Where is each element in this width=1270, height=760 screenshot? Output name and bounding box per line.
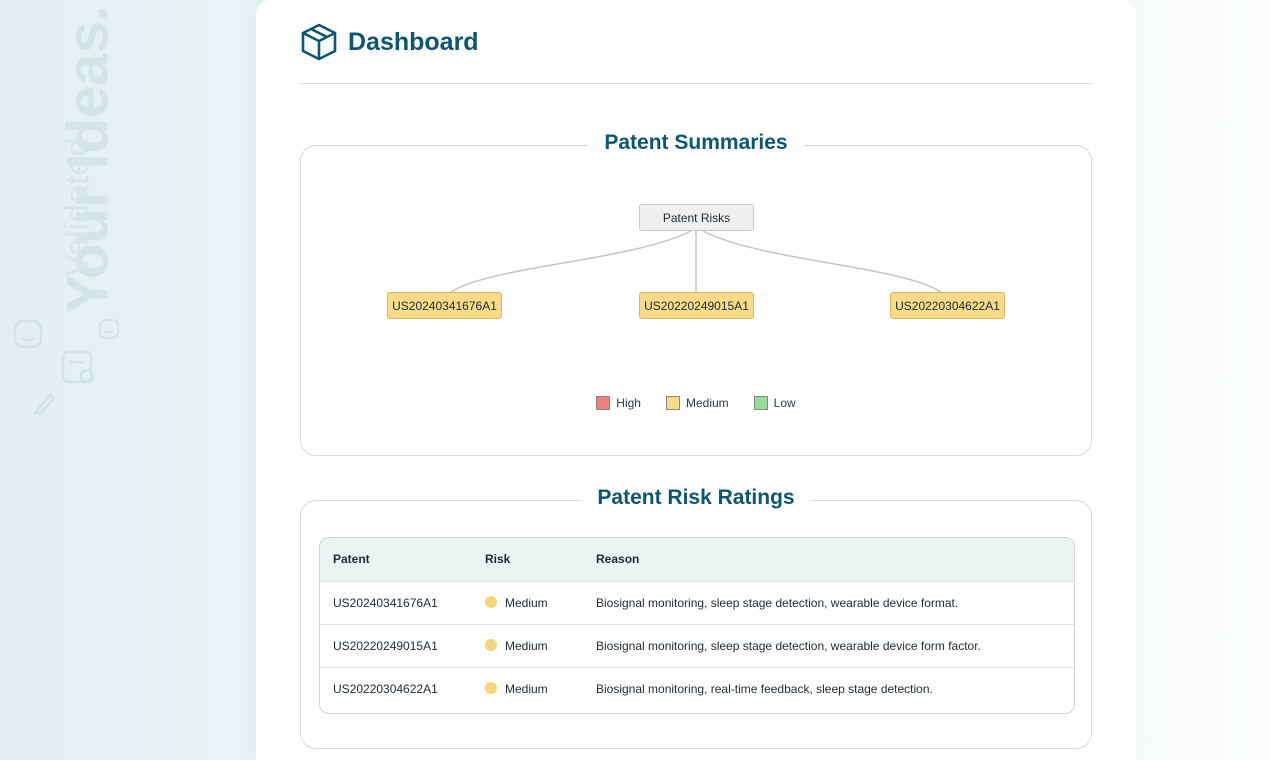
table-row[interactable]: US20220304622A1 Medium Biosignal monitor… <box>320 667 1074 710</box>
risk-label: Medium <box>505 638 548 653</box>
patent-summaries-section: Patent Summaries Patent Risks US20240341… <box>300 131 1092 456</box>
column-header-patent[interactable]: Patent <box>333 552 370 567</box>
cell-patent: US20220249015A1 <box>333 638 438 653</box>
tree-node-patent[interactable]: US20240341676A1 <box>387 292 502 319</box>
cell-patent: US20220304622A1 <box>333 681 438 696</box>
risk-table: Patent Risk Reason US20240341676A1 Mediu… <box>319 537 1075 714</box>
risk-label: Medium <box>505 595 548 610</box>
patent-summaries-title: Patent Summaries <box>588 131 804 155</box>
legend-item-high: High <box>596 396 641 410</box>
legend-item-medium: Medium <box>665 396 729 410</box>
risk-dot-medium <box>485 681 497 694</box>
background-decoration: Your Ideas. Validated <box>0 0 256 760</box>
cell-risk: Medium <box>472 667 583 710</box>
clipboard-search-icon <box>61 350 95 384</box>
column-header-reason[interactable]: Reason <box>596 552 640 567</box>
cell-reason: Biosignal monitoring, real-time feedback… <box>596 681 933 696</box>
legend-swatch-medium <box>665 396 680 410</box>
cell-patent: US20240341676A1 <box>333 595 438 610</box>
header: Dashboard <box>300 22 1092 84</box>
background-subtagline: Validated <box>58 137 97 277</box>
legend-swatch-low <box>753 396 768 410</box>
table-row[interactable]: US20220249015A1 Medium Biosignal monitor… <box>320 624 1074 667</box>
table-row[interactable]: US20240341676A1 Medium Biosignal monitor… <box>320 581 1074 624</box>
patent-risk-ratings-title: Patent Risk Ratings <box>581 486 811 510</box>
legend-item-low: Low <box>753 396 796 410</box>
risk-dot-medium <box>485 595 497 608</box>
rocket-icon <box>33 392 56 416</box>
risk-legend: High Medium Low <box>301 396 1091 410</box>
cell-risk: Medium <box>472 624 583 667</box>
cell-reason: Biosignal monitoring, sleep stage detect… <box>596 638 981 653</box>
column-header-risk[interactable]: Risk <box>485 552 511 567</box>
chat-icon <box>13 319 43 349</box>
table-header-row: Patent Risk Reason <box>320 538 1074 581</box>
patent-risk-ratings-section: Patent Risk Ratings Patent Risk Reason U… <box>300 486 1092 749</box>
tree-node-patent[interactable]: US20220304622A1 <box>890 292 1005 319</box>
tree-node-patent[interactable]: US20220249015A1 <box>639 292 754 319</box>
legend-label: High <box>616 396 641 410</box>
smile-icon <box>99 319 119 339</box>
dashboard-card: Dashboard Patent Summaries Patent Risks … <box>256 0 1136 760</box>
cell-reason: Biosignal monitoring, sleep stage detect… <box>596 595 959 610</box>
legend-label: Low <box>773 396 796 410</box>
risk-dot-medium <box>485 638 497 651</box>
risk-label: Medium <box>505 681 548 696</box>
tree-root-node[interactable]: Patent Risks <box>639 204 754 231</box>
tree-connectors <box>450 230 942 293</box>
page-title: Dashboard <box>348 28 479 56</box>
cell-risk: Medium <box>472 581 583 624</box>
legend-swatch-high <box>596 396 611 410</box>
legend-label: Medium <box>685 396 729 410</box>
cube-icon <box>301 23 337 61</box>
